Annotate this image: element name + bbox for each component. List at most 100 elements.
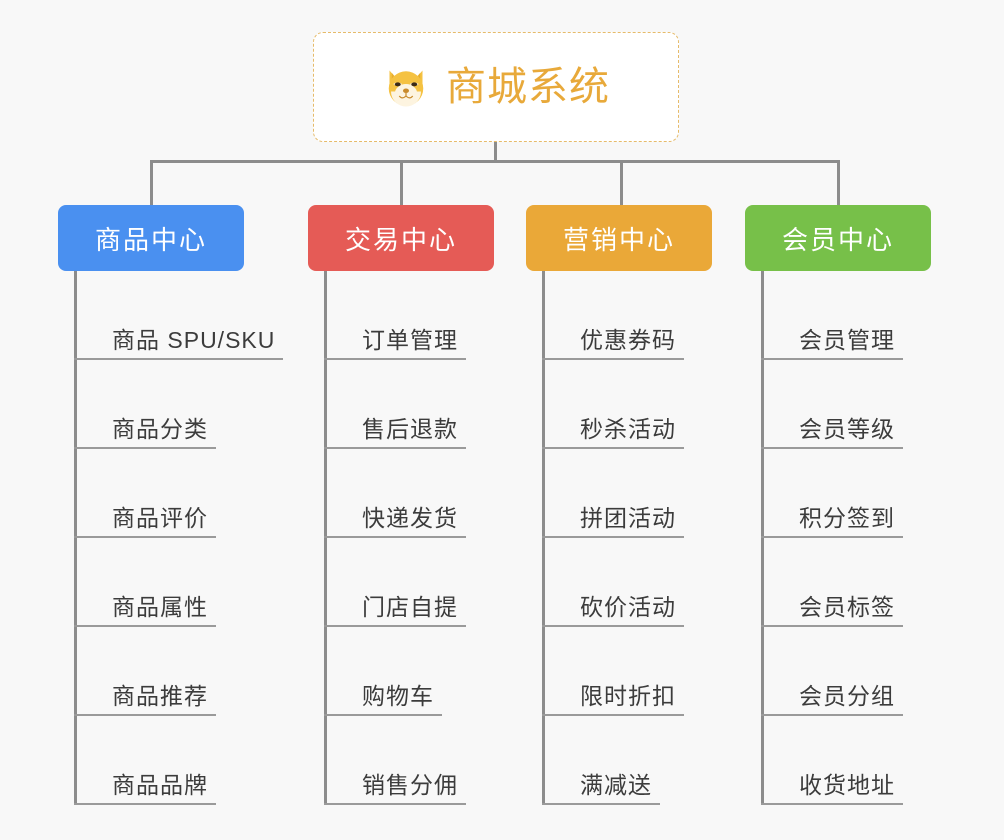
leaf-item[interactable]: 商品品牌 <box>58 716 244 805</box>
leaf-list-3: 优惠券码 秒杀活动 拼团活动 砍价活动 限时折扣 满减送 <box>526 271 712 805</box>
branch-spine-3 <box>542 271 545 805</box>
leaf-item[interactable]: 会员标签 <box>745 538 931 627</box>
category-header-label: 会员中心 <box>781 224 894 255</box>
branch-column-2: 交易中心 订单管理 售后退款 快递发货 门店自提 购物车 <box>308 205 494 805</box>
category-header-3[interactable]: 营销中心 <box>526 205 712 271</box>
leaf-item[interactable]: 商品推荐 <box>58 627 244 716</box>
branch-spine-4 <box>761 271 764 805</box>
leaf-stub <box>324 625 370 627</box>
leaf-label: 会员等级 <box>791 416 903 449</box>
leaf-item[interactable]: 优惠券码 <box>526 271 712 360</box>
leaf-label: 会员分组 <box>791 683 903 716</box>
category-header-2[interactable]: 交易中心 <box>308 205 494 271</box>
leaf-stub <box>74 714 120 716</box>
leaf-item[interactable]: 会员管理 <box>745 271 931 360</box>
leaf-stub <box>542 447 588 449</box>
leaf-stub <box>761 358 807 360</box>
leaf-stub <box>324 714 370 716</box>
category-header-label: 交易中心 <box>344 224 457 255</box>
leaf-item[interactable]: 会员等级 <box>745 360 931 449</box>
leaf-item[interactable]: 拼团活动 <box>526 449 712 538</box>
category-header-label: 营销中心 <box>562 224 675 255</box>
leaf-item[interactable]: 限时折扣 <box>526 627 712 716</box>
leaf-label: 会员管理 <box>791 327 903 360</box>
root-node[interactable]: 商城系统 <box>313 32 679 142</box>
leaf-label: 收货地址 <box>791 772 903 805</box>
category-header-1[interactable]: 商品中心 <box>58 205 244 271</box>
leaf-item[interactable]: 商品分类 <box>58 360 244 449</box>
leaf-item[interactable]: 砍价活动 <box>526 538 712 627</box>
branch-spine-1 <box>74 271 77 805</box>
leaf-label: 会员标签 <box>791 594 903 627</box>
leaf-label: 商品分类 <box>104 416 216 449</box>
leaf-label: 拼团活动 <box>572 505 684 538</box>
connector-drop-3 <box>620 160 623 208</box>
leaf-item[interactable]: 积分签到 <box>745 449 931 538</box>
leaf-item[interactable]: 会员分组 <box>745 627 931 716</box>
leaf-label: 商品品牌 <box>104 772 216 805</box>
leaf-item[interactable]: 商品属性 <box>58 538 244 627</box>
leaf-label: 门店自提 <box>354 594 466 627</box>
leaf-item[interactable]: 门店自提 <box>308 538 494 627</box>
leaf-item[interactable]: 快递发货 <box>308 449 494 538</box>
leaf-item[interactable]: 商品评价 <box>58 449 244 538</box>
leaf-label: 满减送 <box>572 772 660 805</box>
branch-column-1: 商品中心 商品 SPU/SKU 商品分类 商品评价 商品属性 商品推荐 <box>58 205 284 805</box>
leaf-stub <box>761 714 807 716</box>
leaf-list-4: 会员管理 会员等级 积分签到 会员标签 会员分组 收货地址 <box>745 271 931 805</box>
leaf-label: 售后退款 <box>354 416 466 449</box>
connector-drop-2 <box>400 160 403 208</box>
leaf-stub <box>542 803 588 805</box>
leaf-stub <box>542 536 588 538</box>
leaf-label: 销售分佣 <box>354 772 466 805</box>
leaf-label: 购物车 <box>354 683 442 716</box>
leaf-item[interactable]: 收货地址 <box>745 716 931 805</box>
leaf-stub <box>761 625 807 627</box>
root-title: 商城系统 <box>446 65 610 109</box>
leaf-label: 订单管理 <box>354 327 466 360</box>
leaf-item[interactable]: 售后退款 <box>308 360 494 449</box>
leaf-label: 砍价活动 <box>572 594 684 627</box>
connector-drop-4 <box>837 160 840 208</box>
leaf-label: 秒杀活动 <box>572 416 684 449</box>
leaf-label: 商品推荐 <box>104 683 216 716</box>
leaf-stub <box>74 358 120 360</box>
shiba-dog-icon <box>388 70 424 108</box>
leaf-item[interactable]: 订单管理 <box>308 271 494 360</box>
leaf-stub <box>542 358 588 360</box>
leaf-stub <box>74 536 120 538</box>
leaf-list-2: 订单管理 售后退款 快递发货 门店自提 购物车 销售分佣 <box>308 271 494 805</box>
root-node-content: 商城系统 <box>382 63 610 111</box>
branch-column-4: 会员中心 会员管理 会员等级 积分签到 会员标签 会员分组 <box>745 205 931 805</box>
connector-horizontal-bus <box>150 160 840 163</box>
leaf-stub <box>324 358 370 360</box>
leaf-item[interactable]: 销售分佣 <box>308 716 494 805</box>
leaf-label: 商品评价 <box>104 505 216 538</box>
connector-root-stem <box>494 142 497 162</box>
leaf-item[interactable]: 购物车 <box>308 627 494 716</box>
leaf-label: 积分签到 <box>791 505 903 538</box>
leaf-label: 快递发货 <box>354 505 466 538</box>
leaf-stub <box>542 714 588 716</box>
leaf-stub <box>324 803 370 805</box>
leaf-label: 商品属性 <box>104 594 216 627</box>
leaf-label: 商品 SPU/SKU <box>104 327 284 360</box>
leaf-stub <box>324 536 370 538</box>
leaf-item[interactable]: 秒杀活动 <box>526 360 712 449</box>
leaf-label: 限时折扣 <box>572 683 684 716</box>
leaf-item[interactable]: 满减送 <box>526 716 712 805</box>
leaf-stub <box>761 536 807 538</box>
leaf-stub <box>74 447 120 449</box>
category-header-label: 商品中心 <box>94 224 207 255</box>
branch-spine-2 <box>324 271 327 805</box>
connector-drop-1 <box>150 160 153 208</box>
category-header-4[interactable]: 会员中心 <box>745 205 931 271</box>
leaf-stub <box>74 803 120 805</box>
leaf-stub <box>324 447 370 449</box>
leaf-stub <box>761 803 807 805</box>
leaf-item[interactable]: 商品 SPU/SKU <box>58 271 284 360</box>
leaf-label: 优惠券码 <box>572 327 684 360</box>
leaf-stub <box>74 625 120 627</box>
leaf-list-1: 商品 SPU/SKU 商品分类 商品评价 商品属性 商品推荐 商品品牌 <box>58 271 284 805</box>
